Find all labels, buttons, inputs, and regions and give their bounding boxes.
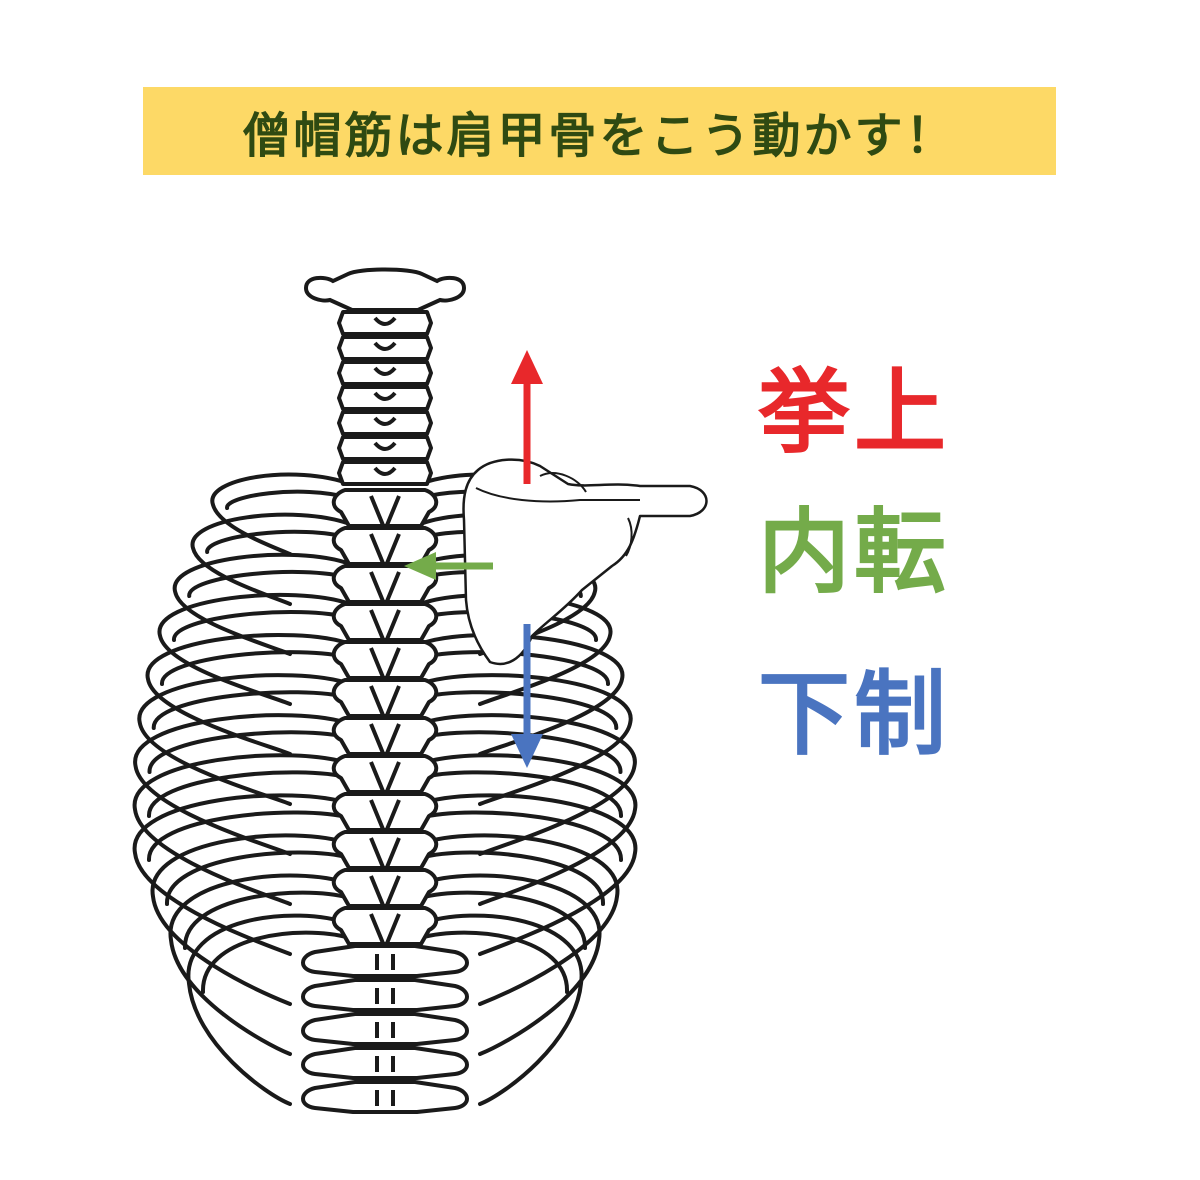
rib-left-inner <box>205 529 352 554</box>
rib-left <box>133 713 352 856</box>
rib-right-inner <box>418 650 611 686</box>
rib-right <box>418 673 633 806</box>
rib-left-inner <box>146 810 352 862</box>
thoracic-vertebra <box>331 526 439 566</box>
rib-left-inner <box>146 770 352 818</box>
rib-right <box>418 793 638 956</box>
rib-left <box>145 632 352 756</box>
page-title: 僧帽筋は肩甲骨をこう動かす！ <box>242 108 957 164</box>
spinous-process <box>373 341 397 351</box>
rib-right <box>418 913 584 1106</box>
rib-left <box>186 913 352 1106</box>
rib-right <box>418 713 637 856</box>
thoracic-vertebra <box>331 792 439 832</box>
scapula <box>462 458 708 666</box>
rib-left-inner <box>164 850 352 906</box>
rib-left <box>137 673 352 806</box>
left-rib-cage <box>132 472 352 1106</box>
rib-left-inner <box>182 890 352 950</box>
spinous-process <box>375 1056 395 1072</box>
rib-left <box>150 833 352 1006</box>
rib-right-inner <box>418 810 624 862</box>
rib-left-inner <box>159 650 352 686</box>
rib-right <box>418 833 620 1006</box>
thoracic-vertebra <box>331 602 439 642</box>
rib-left <box>173 552 352 656</box>
rib-left <box>190 512 352 606</box>
spine-vertebrae <box>301 310 469 1114</box>
rib-right-inner <box>418 850 606 906</box>
rib-left-inner <box>200 930 352 994</box>
rib-left-inner <box>225 489 352 510</box>
spinous-process <box>375 954 395 970</box>
spinous-process <box>375 1090 395 1106</box>
rib-left <box>132 793 352 956</box>
rib-left-inner <box>171 610 352 642</box>
spinous-process <box>373 366 397 376</box>
rib-left <box>132 753 352 906</box>
thoracic-vertebra <box>331 754 439 794</box>
thoracic-vertebra <box>331 640 439 680</box>
rib-right <box>418 873 602 1056</box>
label-depression: 下制 <box>758 660 951 768</box>
label-adduction: 内転 <box>758 498 951 606</box>
rib-right <box>418 753 638 906</box>
rib-left <box>210 472 352 556</box>
rib-left-inner <box>147 730 352 774</box>
lumbar-vertebra <box>301 944 469 978</box>
spinous-process <box>375 988 395 1004</box>
lumbar-vertebra <box>301 1046 469 1080</box>
rib-right-inner <box>418 690 619 730</box>
thoracic-vertebra <box>331 488 439 528</box>
arrow-down-icon <box>511 624 543 768</box>
title-banner: 僧帽筋は肩甲骨をこう動かす！ <box>143 87 1056 175</box>
rib-right-inner <box>418 770 624 818</box>
lumbar-vertebra <box>301 1012 469 1046</box>
spinous-process <box>373 466 397 476</box>
spinous-process <box>373 416 397 426</box>
rib-left <box>157 592 352 706</box>
rib-right-inner <box>418 930 570 994</box>
rib-left-inner <box>187 569 352 598</box>
thoracic-vertebra <box>331 868 439 908</box>
thoracic-vertebra <box>331 678 439 718</box>
thoracic-vertebra <box>331 716 439 756</box>
spinous-process <box>373 391 397 401</box>
label-elevation: 挙上 <box>758 358 951 466</box>
thoracic-vertebra <box>331 830 439 870</box>
spinous-process <box>373 441 397 451</box>
thoracic-vertebra <box>331 906 439 946</box>
rib-right-inner <box>418 890 588 950</box>
atlas-vertebra <box>303 267 467 312</box>
lumbar-vertebra <box>301 978 469 1012</box>
arrow-left-icon <box>404 552 493 580</box>
rib-left <box>168 873 352 1056</box>
arrow-up-icon <box>511 350 543 484</box>
lumbar-vertebra <box>301 1080 469 1114</box>
spinous-process <box>375 1022 395 1038</box>
rib-left-inner <box>151 690 352 730</box>
spinous-process <box>373 316 397 326</box>
